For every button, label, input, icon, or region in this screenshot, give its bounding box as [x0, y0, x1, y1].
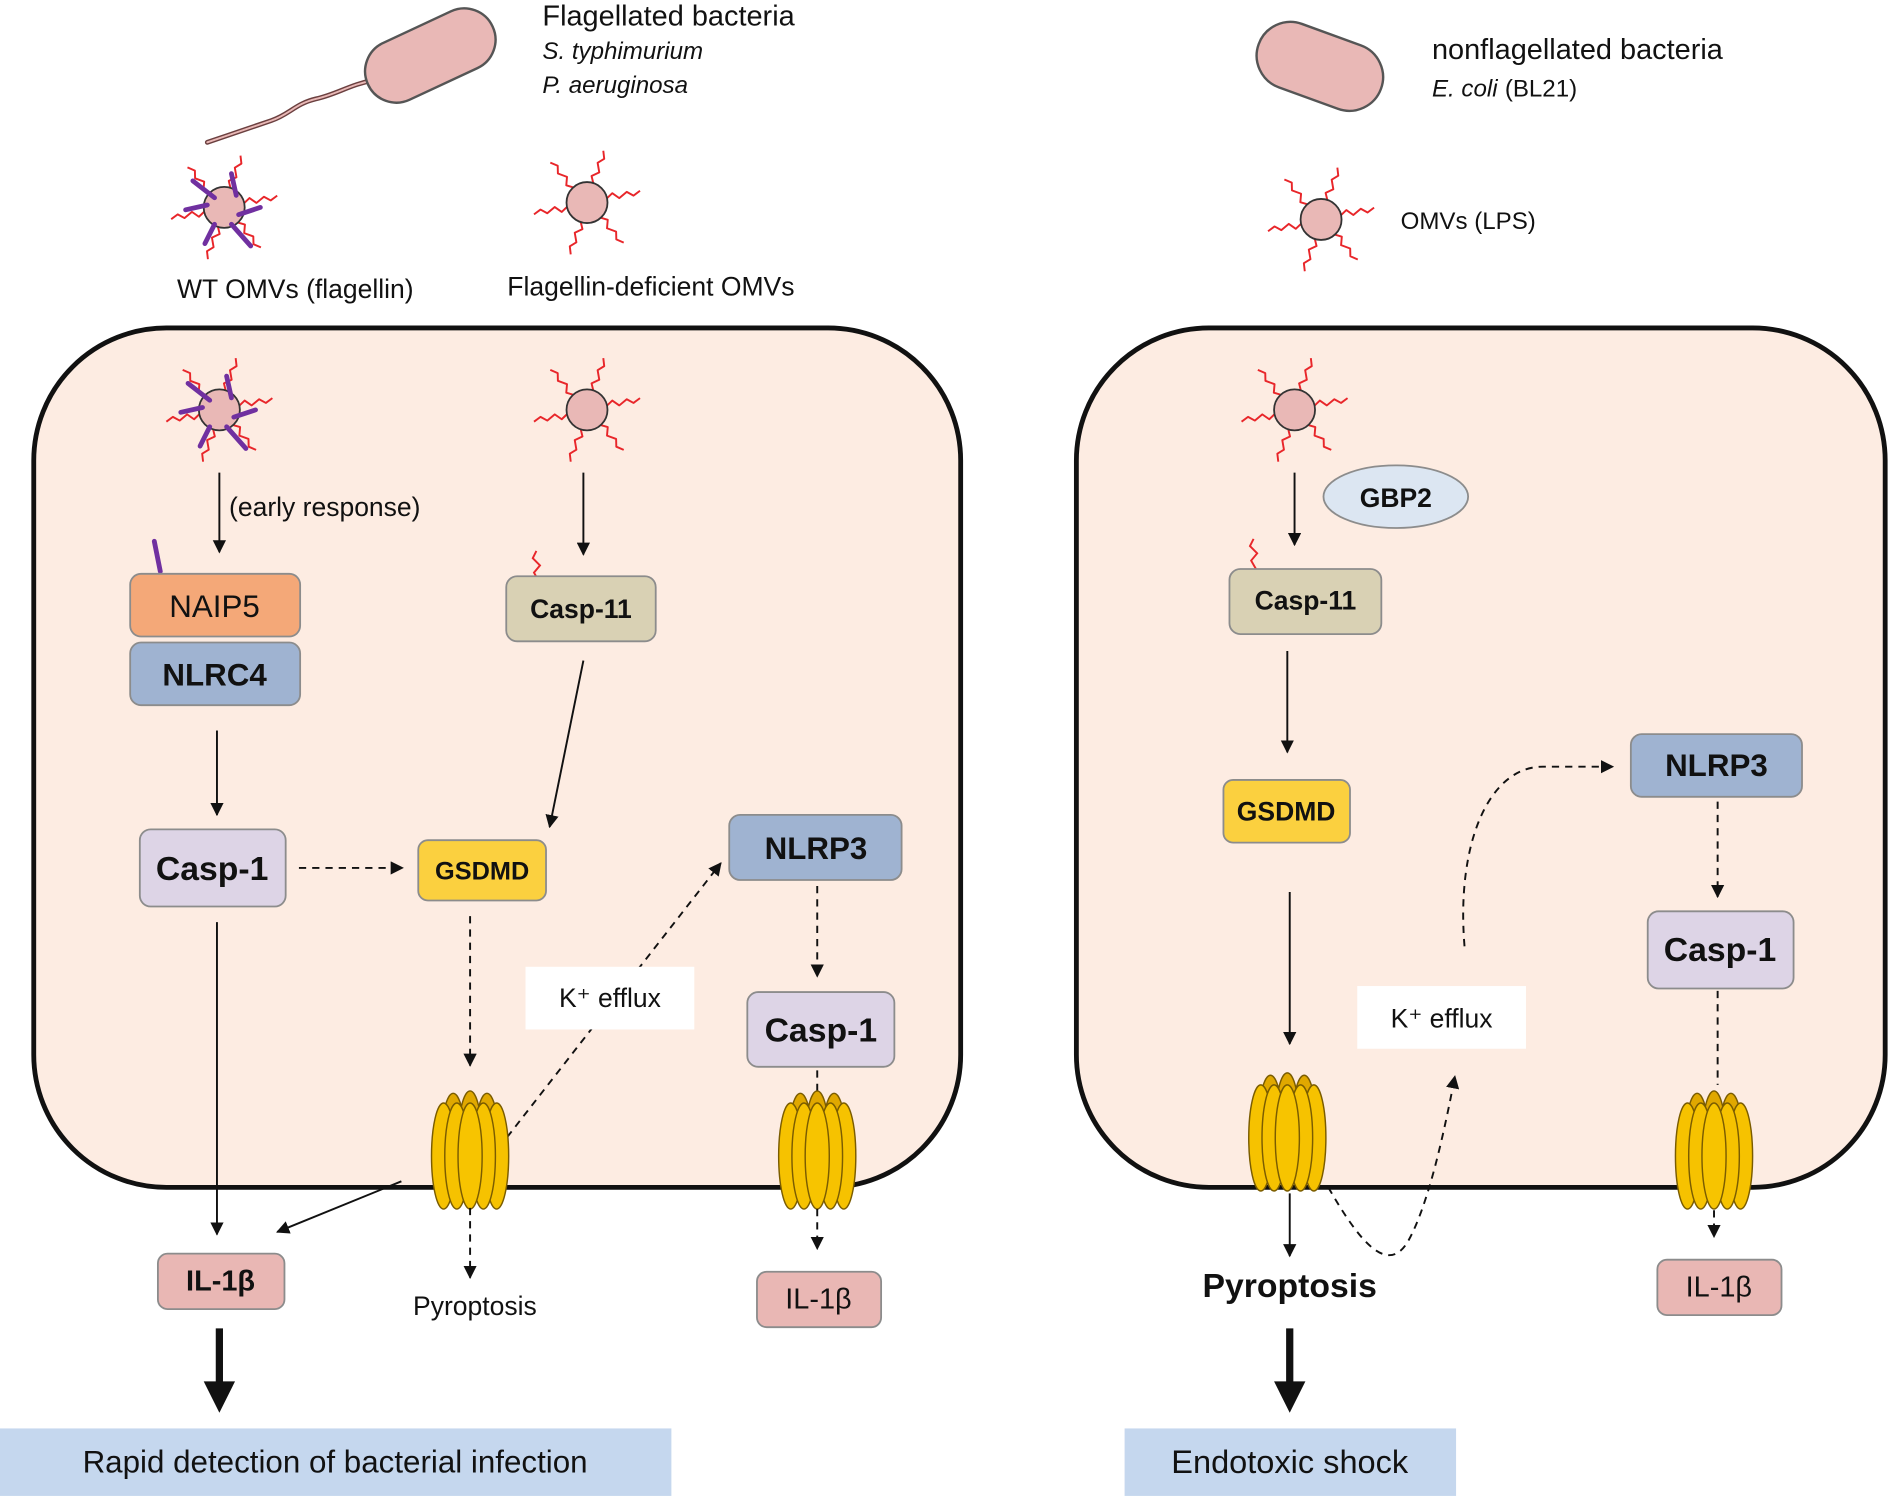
pyroptosis-label-right: Pyroptosis: [1203, 1267, 1377, 1305]
gasdermin-pore-left-1: [430, 1090, 510, 1210]
casp1-box-shape: [138, 828, 287, 908]
il1b-box-shape: [156, 1252, 286, 1310]
flagellin-fragment: [151, 538, 163, 574]
casp1-second-box-shape: [746, 991, 896, 1068]
nlrp3-box-left-shape: [728, 813, 903, 881]
outcome-right-box-shape: [1124, 1428, 1457, 1496]
gsdmd-box-shape: [417, 839, 547, 902]
pyroptosis-label-left: Pyroptosis: [413, 1291, 537, 1321]
gasdermin-pore-right-2: [1674, 1090, 1754, 1210]
il1b-label-right: IL-1β: [1686, 1271, 1752, 1303]
il1b-box-right-shape: [1656, 1258, 1783, 1317]
nlrp3-label-right: NLRP3: [1665, 748, 1768, 783]
species-typhimurium: S. typhimurium: [542, 38, 703, 65]
k-efflux-box-right-shape: [1357, 986, 1526, 1049]
il1b-second-box-shape: [756, 1270, 883, 1329]
flagellated-bacterium-body: [363, 7, 497, 104]
flagellated-bacterium: [204, 7, 497, 145]
casp11-box-right-shape: [1228, 568, 1383, 635]
gbp2-ellipse-shape: [1322, 464, 1470, 529]
casp1-box-right: Casp-1: [1646, 910, 1795, 990]
nonflagellated-bacteria-title: nonflagellated bacteria: [1432, 34, 1724, 66]
nlrp3-label-left: NLRP3: [765, 831, 868, 866]
k-efflux-label-left: K⁺ efflux: [559, 983, 661, 1013]
arrow-casp11-to-gsdmd: [545, 660, 585, 829]
deficient-omv-label: Flagellin-deficient OMVs: [507, 271, 794, 301]
il1b-box: IL-1β: [156, 1252, 286, 1310]
wt-omv-legend: [171, 155, 278, 260]
outcome-left-box: Rapid detection of bacterial infection: [0, 1428, 672, 1496]
flagellum-inner: [206, 78, 378, 144]
casp11-box-right: Casp-11: [1228, 568, 1383, 635]
gsdmd-label-right: GSDMD: [1237, 796, 1336, 826]
outcome-left-box-shape: [0, 1428, 672, 1496]
species-ecoli-name: E. coli: [1432, 76, 1498, 103]
il1b-second-box: IL-1β: [756, 1270, 883, 1329]
naip5-box-shape: [129, 572, 302, 638]
gsdmd-box-right: GSDMD: [1222, 779, 1351, 844]
thick-arrow-left: [203, 1328, 236, 1413]
casp11-label: Casp-11: [530, 594, 632, 624]
wt-omv-label: WT OMVs (flagellin): [177, 274, 414, 304]
casp1-box: Casp-1: [138, 828, 287, 908]
k-efflux-box-right: K⁺ efflux: [1357, 986, 1526, 1049]
outcome-right-box: Endotoxic shock: [1124, 1428, 1457, 1496]
species-ecoli: E. coli (BL21): [1432, 76, 1577, 103]
gasdermin-pore-left-2: [777, 1090, 857, 1210]
casp11-label-right: Casp-11: [1255, 585, 1357, 615]
gbp2-label: GBP2: [1360, 483, 1432, 513]
nlrp3-box-right: NLRP3: [1629, 733, 1803, 798]
lps-omv-legend: [1267, 167, 1374, 272]
k-efflux-box-left: K⁺ efflux: [525, 966, 695, 1030]
gasdermin-pore-right-1: [1248, 1072, 1327, 1192]
outcome-left-label: Rapid detection of bacterial infection: [83, 1445, 588, 1480]
nonflagellated-bacterium: [1255, 20, 1385, 113]
casp1-label: Casp-1: [156, 850, 269, 888]
deficient-omv-legend: [533, 150, 640, 255]
flagellated-bacteria-title: Flagellated bacteria: [542, 0, 795, 32]
k-efflux-label-right: K⁺ efflux: [1391, 1004, 1493, 1034]
casp11-box: Casp-11: [505, 575, 657, 643]
casp1-label-right: Casp-1: [1664, 931, 1777, 969]
naip5-label: NAIP5: [169, 589, 260, 624]
gsdmd-box-right-shape: [1222, 779, 1351, 844]
lps-fragment-right: [1248, 538, 1259, 570]
species-ecoli-strain: (BL21): [1505, 76, 1577, 103]
nlrc4-label: NLRC4: [162, 658, 267, 693]
casp1-box-right-shape: [1646, 910, 1795, 990]
il1b-label: IL-1β: [186, 1265, 255, 1297]
outcome-right-label: Endotoxic shock: [1171, 1444, 1409, 1480]
thick-arrow-left-head: [203, 1381, 236, 1413]
arrow-pore-to-nlrp3: [498, 862, 722, 1149]
thick-arrow-right-head: [1274, 1381, 1306, 1413]
nlrp3-box-right-shape: [1629, 733, 1803, 798]
gsdmd-box: GSDMD: [417, 839, 547, 902]
nlrc4-box: NLRC4: [129, 641, 302, 707]
arrow-pore-to-il1b: [276, 1180, 402, 1234]
gbp2-ellipse: GBP2: [1322, 464, 1470, 529]
naip5-box: NAIP5: [129, 572, 302, 638]
early-response-label: (early response): [229, 492, 420, 522]
nlrc4-box-shape: [129, 641, 302, 707]
il1b-second-label: IL-1β: [785, 1283, 851, 1315]
nlrp3-box-left: NLRP3: [728, 813, 903, 881]
species-aeruginosa: P. aeruginosa: [542, 72, 688, 99]
thick-arrow-right: [1274, 1328, 1306, 1413]
lps-omv-label: OMVs (LPS): [1401, 208, 1536, 235]
il1b-box-right: IL-1β: [1656, 1258, 1783, 1317]
casp1-second-box: Casp-1: [746, 991, 896, 1068]
casp11-box-shape: [505, 575, 657, 643]
arrow-k-efflux-to-nlrp3: [1462, 760, 1615, 947]
k-efflux-box-left-shape: [525, 966, 695, 1030]
gsdmd-label: GSDMD: [435, 858, 529, 886]
casp1-second-label: Casp-1: [765, 1012, 878, 1050]
